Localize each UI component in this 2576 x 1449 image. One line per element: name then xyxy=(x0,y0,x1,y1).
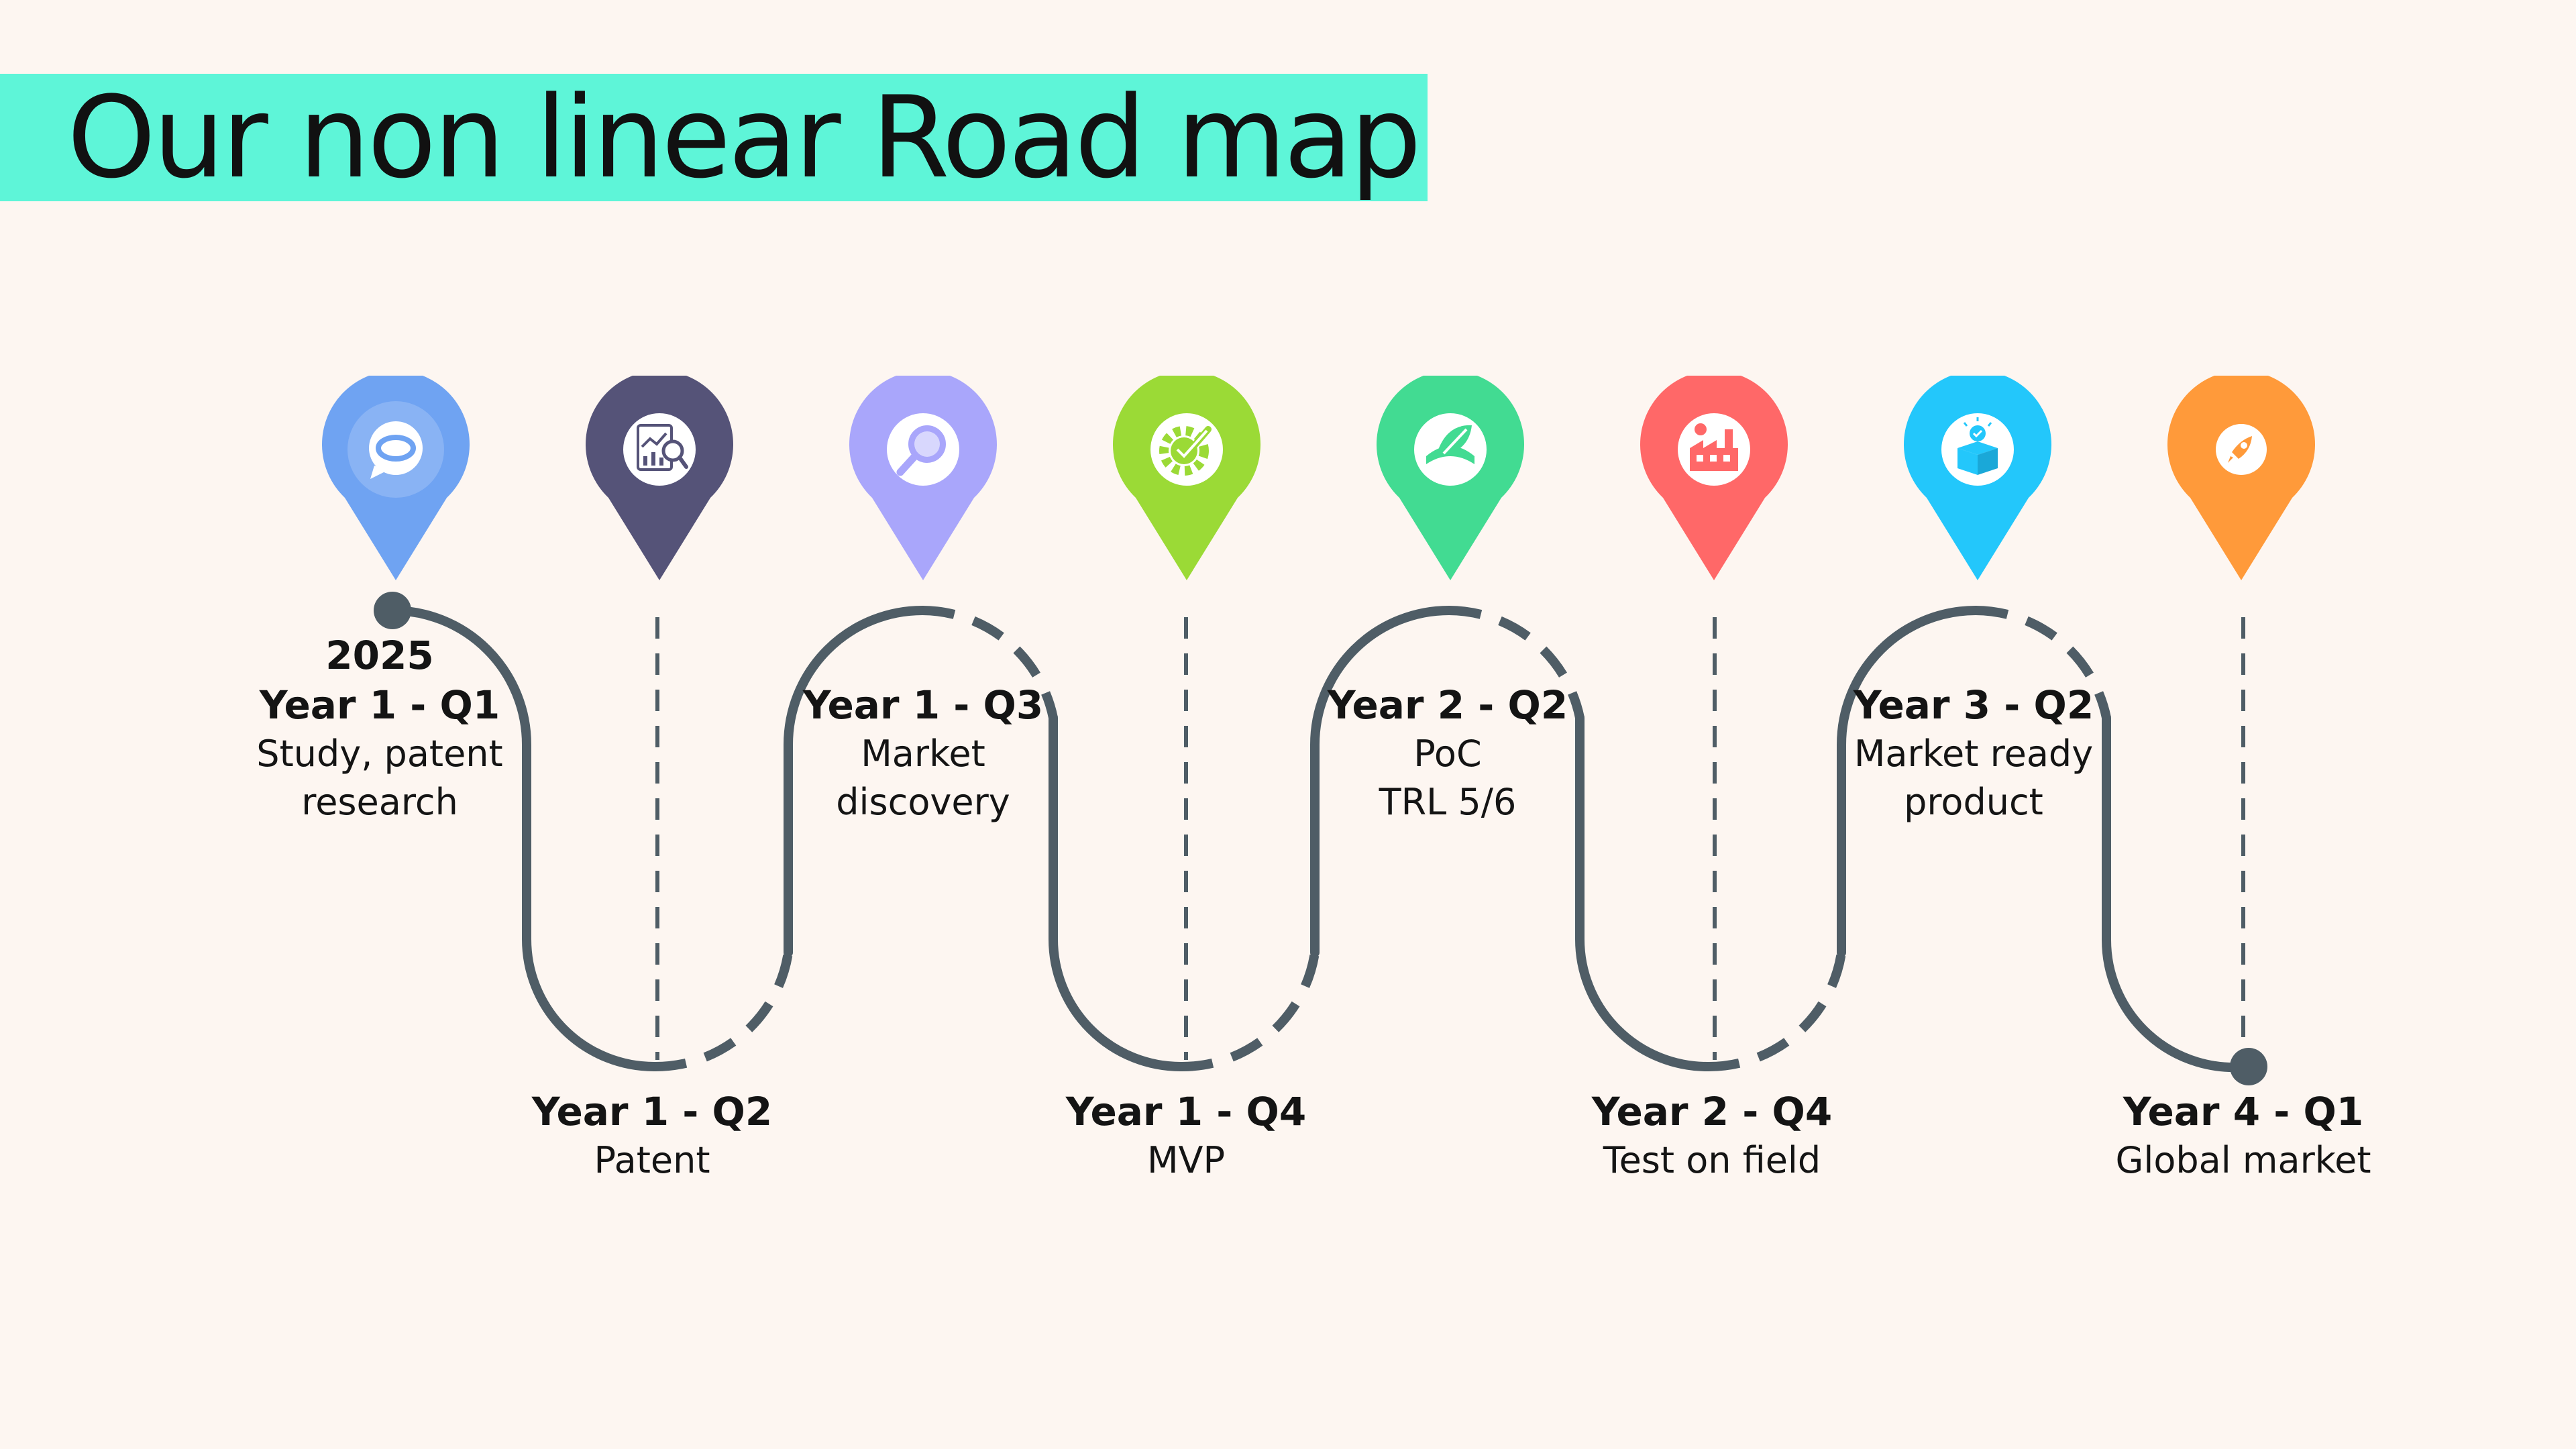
milestone-label-8: Year 4 - Q1 Global market xyxy=(2089,1087,2398,1185)
milestone-pin-3 xyxy=(849,376,997,584)
road-solid xyxy=(388,606,2252,1073)
milestone-label-3: Year 1 - Q3 Market discovery xyxy=(769,680,1077,826)
milestone-text: MVP xyxy=(1146,1139,1226,1181)
milestone-period: Year 1 - Q1 xyxy=(259,682,500,728)
road-start-dot xyxy=(374,592,411,629)
road-end-dot xyxy=(2230,1048,2267,1085)
page-title: Our non linear Road map xyxy=(67,72,1421,203)
milestone-text: Test on field xyxy=(1603,1139,1821,1181)
milestone-year: 2025 xyxy=(325,633,434,678)
road-dashed xyxy=(653,606,2111,1072)
milestone-label-1: 2025 Year 1 - Q1 Study, patent research xyxy=(225,631,534,826)
milestone-pin-2 xyxy=(586,376,733,584)
milestone-label-5: Year 2 - Q2 PoC TRL 5/6 xyxy=(1293,680,1602,826)
milestone-period: Year 1 - Q3 xyxy=(802,682,1044,728)
milestone-period: Year 4 - Q1 xyxy=(2123,1089,2364,1134)
milestone-text-2: product xyxy=(1904,781,2043,823)
milestone-text: Patent xyxy=(594,1139,710,1181)
milestone-pin-8 xyxy=(2167,376,2315,584)
milestone-text: Market xyxy=(861,733,985,775)
milestone-label-4: Year 1 - Q4 MVP xyxy=(1032,1087,1340,1185)
milestone-text-2: discovery xyxy=(836,781,1010,823)
gear-check-icon xyxy=(1150,413,1223,486)
milestone-period: Year 2 - Q4 xyxy=(1591,1089,1833,1134)
milestone-pin-7 xyxy=(1904,376,2051,584)
leaf-book-icon xyxy=(1414,413,1487,486)
report-analysis-icon xyxy=(623,413,696,486)
milestone-text: PoC xyxy=(1413,733,1482,775)
milestone-pin-6 xyxy=(1640,376,1788,584)
milestone-dashed-guides xyxy=(655,617,2245,1060)
milestone-period: Year 1 - Q2 xyxy=(531,1089,773,1134)
chat-bubble-icon xyxy=(369,421,423,479)
milestone-pin-1 xyxy=(322,376,470,584)
title-band xyxy=(0,74,1428,201)
milestone-label-2: Year 1 - Q2 Patent xyxy=(498,1087,806,1185)
milestone-pin-5 xyxy=(1377,376,1524,584)
milestone-label-6: Year 2 - Q4 Test on field xyxy=(1558,1087,1866,1185)
product-box-icon xyxy=(1941,413,2014,486)
milestone-label-7: Year 3 - Q2 Market ready product xyxy=(1819,680,2128,826)
milestone-text: Market ready xyxy=(1854,733,2094,775)
milestone-period: Year 3 - Q2 xyxy=(1853,682,2094,728)
milestone-text: Study, patent xyxy=(256,733,503,775)
milestone-text-2: research xyxy=(301,781,458,823)
milestone-text: Global market xyxy=(2115,1139,2371,1181)
milestone-pin-4 xyxy=(1113,376,1260,584)
factory-icon xyxy=(1678,413,1750,486)
milestone-text-2: TRL 5/6 xyxy=(1379,781,1517,823)
magnifier-icon xyxy=(887,413,959,486)
milestone-period: Year 1 - Q4 xyxy=(1065,1089,1307,1134)
rocket-icon xyxy=(2216,424,2267,475)
milestone-period: Year 2 - Q2 xyxy=(1327,682,1568,728)
